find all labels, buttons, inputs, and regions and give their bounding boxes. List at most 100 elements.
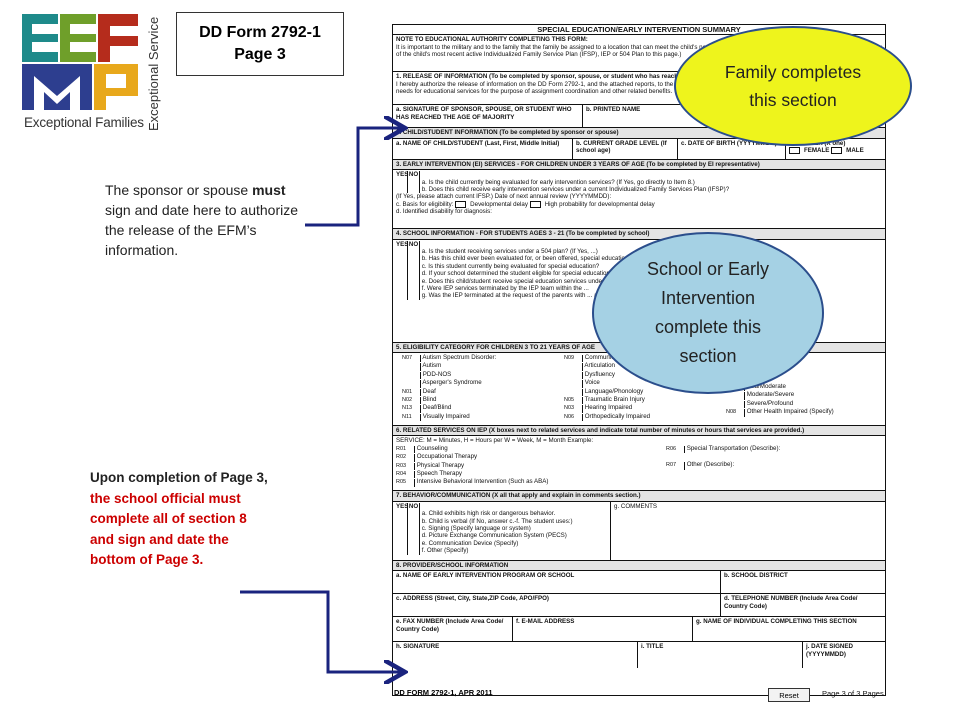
high-probability-checkbox[interactable]: [529, 200, 541, 208]
s5-item[interactable]: N13 Deaf/Blind: [399, 404, 555, 413]
section-3-body: YESNO a. Is the child currently being ev…: [393, 170, 885, 230]
no-checkbox[interactable]: [408, 525, 420, 533]
yes-checkbox[interactable]: [396, 262, 408, 271]
no-checkbox[interactable]: [408, 277, 420, 286]
s6-code: R03: [396, 462, 415, 471]
s5-item[interactable]: Asperger's Syndrome: [399, 379, 555, 388]
dob-field[interactable]: c. DATE OF BIRTH (YYYYMMDD): [678, 138, 786, 159]
no-checkbox[interactable]: [408, 292, 420, 300]
female-checkbox[interactable]: [789, 147, 800, 155]
no-checkbox[interactable]: [408, 547, 420, 555]
s5-item[interactable]: N02 Blind: [399, 396, 555, 405]
program-name-field[interactable]: a. NAME OF EARLY INTERVENTION PROGRAM OR…: [393, 571, 721, 594]
no-checkbox[interactable]: [408, 539, 420, 548]
s4-item-text: b. Has this child ever been evaluated fo…: [421, 255, 632, 263]
s5-label: Hearing Impaired: [584, 404, 633, 412]
grade-level-field[interactable]: b. CURRENT GRADE LEVEL (If school age): [573, 138, 678, 159]
no-checkbox[interactable]: [408, 248, 420, 256]
s5-item[interactable]: PDD-NOS: [399, 371, 555, 380]
yes-checkbox[interactable]: [396, 248, 408, 256]
s5-item[interactable]: N01 Deaf: [399, 388, 555, 397]
fax-field[interactable]: e. FAX NUMBER (Include Area Code/ Countr…: [393, 617, 513, 642]
telephone-field[interactable]: d. TELEPHONE NUMBER (Include Area Code/ …: [721, 594, 885, 616]
no-checkbox[interactable]: [408, 186, 420, 194]
s5-item[interactable]: Autism: [399, 362, 555, 371]
s4-item-text: f. Were IEP services terminated by the I…: [421, 285, 589, 293]
email-field[interactable]: f. E-MAIL ADDRESS: [513, 617, 693, 642]
yes-checkbox[interactable]: [396, 186, 408, 194]
s6-item[interactable]: R04 Speech Therapy: [396, 470, 666, 479]
male-checkbox[interactable]: [831, 147, 843, 155]
s6-item[interactable]: R01 Counseling: [396, 445, 666, 454]
s5-item[interactable]: N05 Traumatic Brain Injury: [561, 396, 717, 405]
yes-checkbox[interactable]: [396, 292, 408, 300]
s5-item[interactable]: Dysfluency: [561, 371, 717, 380]
s5-item[interactable]: Voice: [561, 379, 717, 388]
s7-item: d. Picture Exchange Communication System…: [396, 532, 607, 540]
no-checkbox[interactable]: [408, 532, 420, 540]
s5-item[interactable]: N07 Autism Spectrum Disorder:: [399, 354, 555, 363]
s5-item[interactable]: Moderate/Severe: [723, 391, 879, 400]
s6-item[interactable]: R07 Other (Describe):: [666, 461, 882, 470]
s5-item[interactable]: N08 Other Health Impaired (Specify): [723, 408, 879, 417]
no-checkbox[interactable]: [408, 262, 420, 271]
yes-checkbox[interactable]: [396, 270, 408, 278]
s5-item[interactable]: N11 Visually Impaired: [399, 413, 555, 422]
yes-checkbox[interactable]: [396, 285, 408, 293]
yes-checkbox[interactable]: [396, 255, 408, 263]
s6-label: Physical Therapy: [416, 461, 465, 469]
yes-header: YES: [396, 240, 409, 249]
comments-field[interactable]: g. COMMENTS: [611, 502, 885, 560]
address-field[interactable]: c. ADDRESS (Street, City, State,ZIP Code…: [393, 594, 721, 617]
date-signed-field[interactable]: j. DATE SIGNED (YYYYMMDD): [803, 642, 885, 668]
no-checkbox[interactable]: [408, 285, 420, 293]
no-checkbox[interactable]: [408, 178, 420, 187]
section-1-title: 1. RELEASE OF INFORMATION (To be complet…: [396, 73, 745, 81]
child-name-field[interactable]: a. NAME OF CHILD/STUDENT (Last, First, M…: [393, 138, 573, 159]
s5-item[interactable]: N03 Hearing Impaired: [561, 404, 717, 413]
s5-label: Orthopedically Impaired: [584, 412, 651, 420]
individual-name-field[interactable]: g. NAME OF INDIVIDUAL COMPLETING THIS SE…: [693, 617, 885, 641]
yes-checkbox[interactable]: [396, 547, 408, 555]
s7-item: f. Other (Specify): [396, 547, 607, 555]
school-callout-text: School or Early Intervention complete th…: [646, 259, 770, 366]
s7-item-text: f. Other (Specify): [421, 547, 469, 555]
school-signature-field[interactable]: h. SIGNATURE: [393, 642, 638, 669]
yes-header: YES: [396, 502, 409, 511]
reset-button[interactable]: Reset: [768, 688, 810, 702]
no-checkbox[interactable]: [408, 270, 420, 278]
yes-checkbox[interactable]: [396, 510, 408, 518]
developmental-delay-checkbox[interactable]: [455, 200, 467, 208]
yes-checkbox[interactable]: [396, 517, 408, 526]
s6-item[interactable]: R03 Physical Therapy: [396, 461, 666, 471]
s5-code: N09: [564, 355, 583, 363]
title-field[interactable]: i. TITLE: [638, 642, 803, 669]
s5-item[interactable]: Severe/Profound: [723, 400, 879, 409]
s6-item[interactable]: R05 Intensive Behavioral Intervention (S…: [396, 478, 666, 487]
no-checkbox[interactable]: [408, 255, 420, 263]
s5-item[interactable]: Language/Phonology: [561, 388, 717, 397]
yes-checkbox[interactable]: [396, 532, 408, 540]
s5-item[interactable]: Articulation: [561, 362, 717, 371]
yes-checkbox[interactable]: [396, 539, 408, 548]
s7-item-text: b. Child is verbal (If No, answer c.-f. …: [421, 517, 573, 525]
section-7-body: YESNO a. Child exhibits high risk or dan…: [393, 501, 885, 561]
no-checkbox[interactable]: [408, 517, 420, 526]
s5-item[interactable]: N06 Orthopedically Impaired: [561, 412, 717, 422]
no-checkbox[interactable]: [408, 510, 420, 518]
male-label: MALE: [846, 147, 864, 155]
family-callout: Family completes this section: [674, 26, 912, 146]
yes-checkbox[interactable]: [396, 178, 408, 187]
school-district-field[interactable]: b. SCHOOL DISTRICT: [721, 571, 885, 593]
s5-label: Asperger's Syndrome: [422, 379, 482, 387]
program-name-label: a. NAME OF EARLY INTERVENTION PROGRAM OR…: [396, 572, 575, 580]
s6-item[interactable]: R02 Occupational Therapy: [396, 453, 666, 462]
yes-checkbox[interactable]: [396, 525, 408, 533]
printed-name-field[interactable]: b. PRINTED NAME: [583, 105, 885, 127]
sponsor-signature-label: a. SIGNATURE OF SPONSOR, SPOUSE, OR STUD…: [396, 106, 572, 121]
s4-item: g. Was the IEP terminated at the request…: [396, 292, 882, 300]
s6-item[interactable]: R06 Special Transportation (Describe):: [666, 445, 882, 454]
sponsor-signature-field[interactable]: a. SIGNATURE OF SPONSOR, SPOUSE, OR STUD…: [393, 105, 583, 128]
yes-checkbox[interactable]: [396, 277, 408, 286]
form-title: DD Form 2792-1: [199, 24, 321, 41]
